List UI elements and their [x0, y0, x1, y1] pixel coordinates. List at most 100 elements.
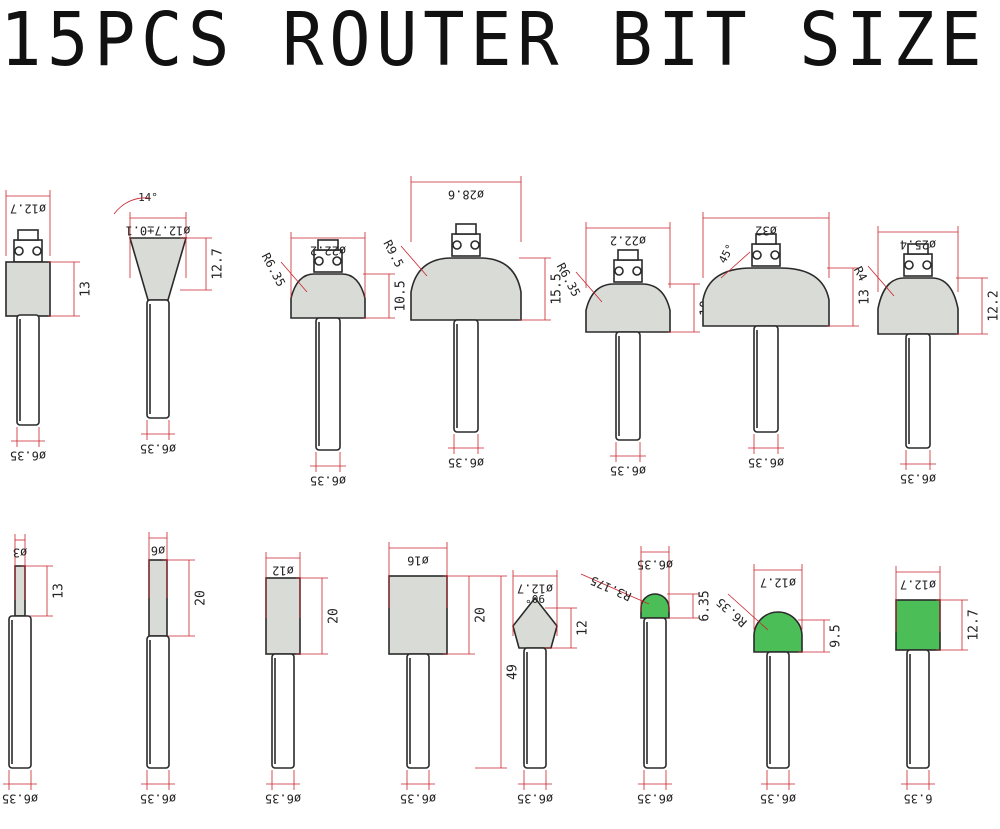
radius-label: R4: [851, 264, 870, 283]
shank: [146, 299, 170, 419]
cutting-diameter-label: ø22.2: [610, 234, 646, 248]
bearing-ball: [770, 250, 780, 260]
shank-diameter-label: ø6.35: [140, 442, 176, 456]
shank-diameter-label: ø6.35: [310, 474, 346, 488]
router-bit-11: ø16 20 49 ø6.35: [388, 542, 521, 806]
mortise-cutter: [895, 599, 941, 651]
shank-diameter-label: ø6.35: [2, 792, 38, 806]
radius-label: R6.35: [259, 251, 288, 289]
shank: [643, 617, 667, 769]
angle-label: 45°: [716, 242, 737, 266]
radius-leader: [575, 271, 603, 303]
router-bit-4: ø28.6 15.5 R9.5 ø6.35: [380, 176, 565, 470]
height-label: 13: [79, 281, 94, 297]
height-label: 10.5: [394, 280, 409, 311]
shank: [8, 615, 32, 769]
height-label: 12.7: [967, 609, 982, 640]
shank-diameter-label: ø6.35: [637, 792, 673, 806]
router-bit-15: ø12.7 12.7 6.35: [895, 566, 982, 806]
straight-cutter: [148, 559, 168, 637]
cutting-diameter-label: ø12.7: [760, 576, 796, 590]
shank: [406, 653, 430, 769]
angle-label: 90°: [525, 592, 545, 605]
radius-leader: [400, 245, 428, 277]
cutting-diameter-label: ø3: [13, 546, 27, 560]
bearing-ball: [32, 246, 42, 256]
router-bit-10: ø12 20 ø6.35: [265, 552, 342, 806]
cutting-diameter-label: ø32: [755, 224, 777, 238]
bearing-screw: [17, 229, 39, 241]
straight-cutter: [265, 577, 301, 655]
cutting-diameter-label: ø16: [407, 554, 429, 568]
straight-cutter: [14, 565, 26, 617]
bearing-ball: [614, 266, 624, 276]
radius-leader: [280, 261, 308, 293]
cutting-diameter-label: ø25.4: [900, 238, 936, 252]
bearing-ball: [470, 240, 480, 250]
shank-diameter-label: ø6.35: [760, 792, 796, 806]
shank-diameter-label: ø6.35: [400, 792, 436, 806]
shank: [146, 635, 170, 769]
bearing-ball: [752, 250, 762, 260]
height-label: 6.35: [698, 590, 713, 621]
shank: [315, 317, 341, 451]
shank-diameter-label: 6.35: [904, 792, 933, 806]
radius-label: R9.5: [380, 238, 406, 270]
cutting-diameter-label: ø12: [272, 564, 294, 578]
dovetail-cutter: [128, 237, 188, 301]
shank: [905, 333, 931, 449]
page-title: 15PCS ROUTER BIT SIZE: [0, 0, 988, 83]
bearing-ball: [922, 260, 932, 270]
radius-label: R6.35: [714, 595, 750, 630]
height-label: 15.5: [550, 273, 565, 304]
height-label: 12.2: [987, 290, 1000, 321]
shank: [453, 319, 479, 433]
cutting-diameter-label: ø6: [151, 544, 165, 558]
cutting-diameter-label: ø28.6: [448, 188, 484, 202]
cutting-diameter-label: ø12.7: [900, 578, 936, 592]
shank-diameter-label: ø6.35: [265, 792, 301, 806]
shank-diameter-label: ø6.35: [517, 792, 553, 806]
shank-diameter-label: ø6.35: [610, 464, 646, 478]
shank: [615, 331, 641, 441]
router-bit-14: ø12.7 9.5 R6.35 ø6.35: [714, 564, 844, 806]
cutter-profile: [585, 283, 671, 333]
bearing-ball: [314, 256, 324, 266]
bearing-screw: [455, 223, 477, 235]
shank: [906, 649, 930, 769]
cutting-diameter-label: ø22.2: [310, 244, 346, 258]
bearing-ball: [14, 246, 24, 256]
shank: [523, 647, 547, 769]
cutter-profile: [702, 267, 830, 327]
bearing-screw: [617, 249, 639, 261]
height-label: 9.5: [829, 624, 844, 647]
height-label: 12: [576, 620, 591, 636]
round-nose-cutter: [753, 611, 803, 653]
shank-diameter-label: ø6.35: [448, 456, 484, 470]
router-bit-3: ø22.2 10.5 R6.35 ø6.35: [259, 232, 409, 488]
height-label: 13: [858, 289, 873, 305]
height-label: 20: [194, 590, 209, 606]
bearing-ball: [452, 240, 462, 250]
bearing-screw: [317, 239, 339, 251]
bearing-screw: [907, 243, 929, 255]
radius-leader: [580, 573, 650, 605]
cutter-profile: [290, 273, 366, 319]
height-label: 20: [474, 607, 489, 623]
router-bit-12: ø12.790° 12 ø6.35: [512, 570, 591, 806]
cutter-profile: [877, 277, 959, 335]
core-box-cutter: [640, 593, 670, 619]
height-label: 49: [506, 664, 521, 680]
cutting-diameter-label: ø12.7: [517, 582, 553, 596]
height-label: 20: [327, 608, 342, 624]
bearing-ball: [632, 266, 642, 276]
bearing-screw: [755, 233, 777, 245]
shank-diameter-label: ø6.35: [10, 449, 46, 463]
cutting-diameter-label: ø12.7±0.1: [125, 224, 190, 238]
